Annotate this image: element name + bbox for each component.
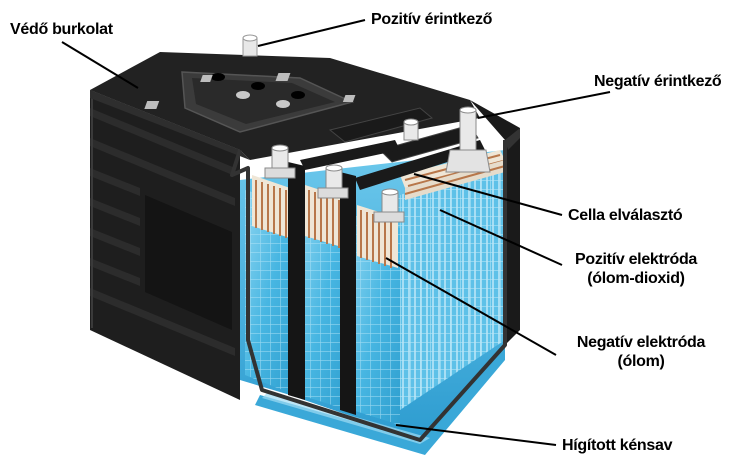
label-cell-separator: Cella elválasztó <box>568 207 683 224</box>
cell-separators <box>288 107 485 415</box>
leader-negative-terminal <box>477 91 611 119</box>
leader-protective-casing <box>61 41 139 89</box>
label-positive-terminal: Pozitív érintkező <box>371 11 493 28</box>
leader-negative-electrode <box>385 257 557 356</box>
leader-cell-separator <box>413 173 563 216</box>
label-protective-casing: Védő burkolat <box>10 21 113 38</box>
casing-front <box>90 90 240 400</box>
leader-lines <box>61 19 611 446</box>
casing-right-wall <box>470 100 520 345</box>
label-negative-electrode-line2: (ólom) <box>617 353 665 370</box>
label-positive-electrode: Pozitív elektróda (ólom-dioxid) <box>566 250 706 288</box>
label-positive-electrode-line2: (ólom-dioxid) <box>587 270 685 287</box>
leader-positive-electrode <box>439 209 563 266</box>
label-negative-electrode: Negatív elektróda (ólom) <box>566 333 716 371</box>
cell-posts <box>264 106 491 223</box>
label-negative-terminal: Negatív érintkező <box>594 73 722 90</box>
leader-dilute-acid <box>395 424 557 446</box>
label-negative-electrode-line1: Negatív elektróda <box>576 334 706 351</box>
casing-lid <box>90 34 480 160</box>
label-positive-electrode-line1: Pozitív elektróda <box>574 251 698 268</box>
cutaway-outline <box>230 140 507 442</box>
leader-positive-terminal <box>257 19 366 47</box>
label-dilute-sulfuric-acid: Hígított kénsav <box>562 437 673 454</box>
